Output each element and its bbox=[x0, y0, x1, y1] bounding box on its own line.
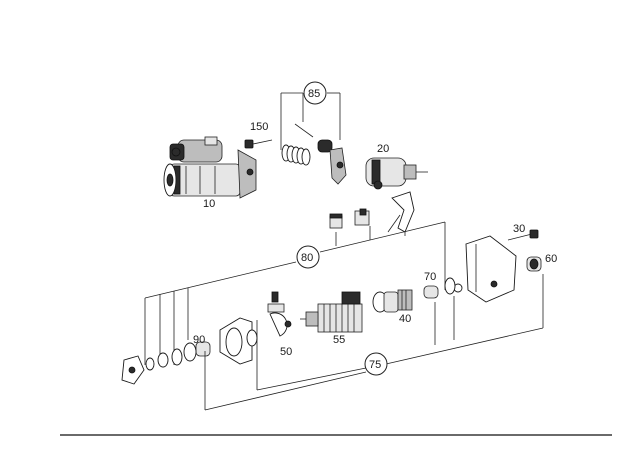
solenoid-switch bbox=[365, 157, 428, 190]
callout-85-circle bbox=[303, 81, 327, 105]
callout-30: 30 bbox=[513, 223, 525, 235]
stop-ring-70 bbox=[423, 277, 456, 299]
callout-60: 60 bbox=[545, 253, 557, 265]
callout-150: 150 bbox=[250, 121, 268, 133]
bushing-60 bbox=[526, 256, 542, 272]
callout-75: 75 bbox=[369, 359, 381, 371]
callout-50: 50 bbox=[280, 346, 292, 358]
pinion-freewheel-40 bbox=[372, 289, 413, 313]
callout-20: 20 bbox=[377, 143, 389, 155]
callout-90: 90 bbox=[193, 334, 205, 346]
callout-70: 70 bbox=[424, 271, 436, 283]
washers-and-end-plate bbox=[121, 342, 197, 385]
callout-75-circle bbox=[364, 352, 388, 376]
through-bolt-30 bbox=[507, 229, 539, 241]
armature-55 bbox=[300, 291, 363, 333]
bolt-150 bbox=[244, 139, 273, 149]
callout-80: 80 bbox=[301, 252, 313, 264]
callout-10: 10 bbox=[203, 198, 215, 210]
pin bbox=[294, 123, 314, 138]
plunger-spring bbox=[281, 144, 311, 166]
callout-55: 55 bbox=[333, 334, 345, 346]
callout-85-bracket bbox=[280, 81, 341, 150]
brush-holder-50 bbox=[267, 291, 292, 337]
callout-80-bracket bbox=[144, 221, 446, 365]
starter-motor-assembly bbox=[163, 136, 257, 199]
engaging-lever bbox=[317, 139, 347, 185]
commutator-end-cover bbox=[219, 317, 258, 390]
drive-end-housing bbox=[453, 235, 517, 303]
callout-75-bracket bbox=[204, 274, 544, 411]
brush-holder-small-parts bbox=[329, 191, 415, 233]
callout-85: 85 bbox=[308, 88, 320, 100]
callout-40: 40 bbox=[399, 313, 411, 325]
callout-80-circle bbox=[296, 245, 320, 269]
